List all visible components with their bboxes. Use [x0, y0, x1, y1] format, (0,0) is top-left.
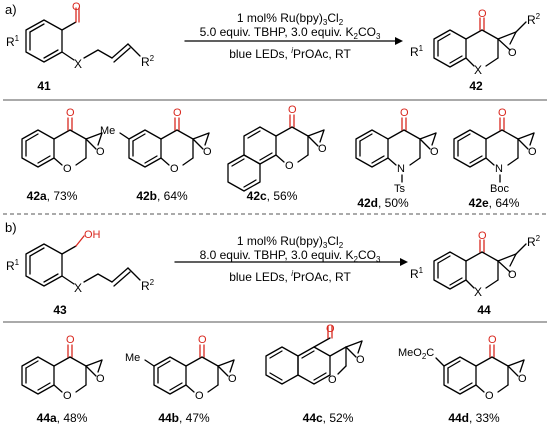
ring-oxygen-44b: O — [195, 390, 204, 402]
conditions-b-catalyst: 1 mol% Ru(bpy)3Cl2 — [237, 234, 344, 250]
conditions-b-light-solvent: blue LEDs, iPrOAc, RT — [229, 269, 351, 284]
compound-43-structure: OH X R1 R2 — [6, 229, 155, 295]
r2-group-42: R2 — [527, 12, 541, 27]
example-42d-structure: O N Ts O — [355, 107, 439, 195]
epoxide-oxygen-44d: O — [518, 373, 527, 385]
epoxide-oxygen-42e: O — [528, 146, 537, 158]
r2-group-44: R2 — [527, 234, 541, 249]
example-42a-structure: O O O — [21, 107, 105, 175]
ketone-oxygen-42a: O — [66, 107, 75, 119]
x-atom-44: X — [474, 285, 482, 299]
r1-group-41: R1 — [6, 34, 20, 49]
conditions-a-catalyst: 1 mol% Ru(bpy)3Cl2 — [237, 11, 344, 27]
epoxide-oxygen-44c: O — [356, 354, 365, 366]
label-44d: 44d, 33% — [448, 411, 500, 425]
ketone-oxygen-42d: O — [400, 107, 409, 119]
ketone-oxygen-44: O — [478, 230, 487, 242]
boc-42e: Boc — [490, 183, 509, 195]
methyl-44b: Me — [125, 352, 140, 364]
x-atom-41: X — [74, 57, 82, 71]
hydroxyl-43: OH — [84, 229, 101, 241]
compound-42-structure: O X O R2 R1 — [410, 8, 541, 77]
r1-group-42: R1 — [410, 44, 424, 59]
x-atom-43: X — [74, 281, 82, 295]
ring-oxygen-44a: O — [63, 390, 72, 402]
ring-oxygen-42a: O — [63, 163, 72, 175]
epoxide-oxygen-42a: O — [96, 146, 105, 158]
methyl-42b: Me — [100, 125, 115, 137]
label-42d: 42d, 50% — [357, 196, 409, 210]
epoxide-oxygen-42d: O — [430, 146, 439, 158]
conditions-a-light-solvent: blue LEDs, iPrOAc, RT — [229, 46, 351, 61]
compound-id-43: 43 — [53, 303, 67, 317]
epoxide-oxygen-44a: O — [96, 373, 105, 385]
nitrogen-42e: N — [495, 163, 503, 175]
aldehyde-oxygen: O — [72, 1, 81, 13]
compound-44-structure: O X O R2 R1 — [410, 230, 541, 299]
ketone-oxygen-42e: O — [498, 107, 507, 119]
epoxide-oxygen-42b: O — [203, 146, 212, 158]
compound-41-structure: O X R1 R2 — [6, 1, 155, 71]
ring-oxygen-44d: O — [485, 390, 494, 402]
r1-group-44: R1 — [410, 266, 424, 281]
epoxide-oxygen-42c: O — [318, 143, 327, 155]
ring-oxygen-42c: O — [285, 160, 294, 172]
example-44b-structure: Me O O O — [125, 334, 237, 402]
tosyl-42d: Ts — [394, 183, 406, 195]
label-44a: 44a, 48% — [37, 411, 88, 425]
ketone-oxygen-42: O — [478, 8, 487, 20]
ester-44d: MeO2C — [398, 347, 434, 361]
ketone-oxygen-44a: O — [66, 334, 75, 346]
arrowhead-a — [395, 37, 403, 45]
label-44b: 44b, 47% — [158, 411, 210, 425]
r2-group-41: R2 — [141, 54, 155, 69]
r1-group-43: R1 — [6, 258, 20, 273]
label-42a: 42a, 73% — [27, 189, 78, 203]
example-42b-structure: Me O O O — [100, 107, 212, 175]
x-atom-42: X — [474, 63, 482, 77]
ketone-oxygen-44b: O — [198, 334, 207, 346]
label-42e: 42e, 64% — [469, 196, 520, 210]
ketone-oxygen-42c: O — [288, 104, 297, 116]
epoxide-oxygen-44: O — [508, 269, 517, 281]
epoxide-oxygen-44b: O — [228, 373, 237, 385]
compound-id-44: 44 — [477, 303, 491, 317]
example-42c-structure: O O O — [227, 104, 327, 192]
conditions-b-reagents: 8.0 equiv. TBHP, 3.0 equiv. K2CO3 — [200, 248, 381, 264]
label-42b: 42b, 64% — [136, 189, 188, 203]
example-44a-structure: O O O — [21, 334, 105, 402]
panel-a-label: a) — [5, 2, 17, 17]
nitrogen-42d: N — [397, 163, 405, 175]
panel-b-label: b) — [5, 220, 17, 235]
compound-id-41: 41 — [37, 79, 51, 93]
compound-id-42: 42 — [469, 79, 483, 93]
arrowhead-b — [400, 258, 408, 266]
label-42c: 42c, 56% — [247, 189, 298, 203]
ketone-oxygen-44c: O — [326, 323, 335, 335]
epoxide-oxygen-42: O — [508, 47, 517, 59]
example-44d-structure: MeO2C O O O — [398, 334, 527, 402]
r2-group-43: R2 — [141, 278, 155, 293]
example-44c-structure: O O O — [265, 323, 365, 386]
ketone-oxygen-42b: O — [173, 107, 182, 119]
ketone-oxygen-44d: O — [488, 334, 497, 346]
ring-oxygen-42b: O — [170, 163, 179, 175]
conditions-a-reagents: 5.0 equiv. TBHP, 3.0 equiv. K2CO3 — [200, 25, 381, 41]
ring-oxygen-44c: O — [328, 374, 337, 386]
example-42e-structure: O N Boc O — [453, 107, 537, 195]
label-44c: 44c, 52% — [303, 411, 354, 425]
